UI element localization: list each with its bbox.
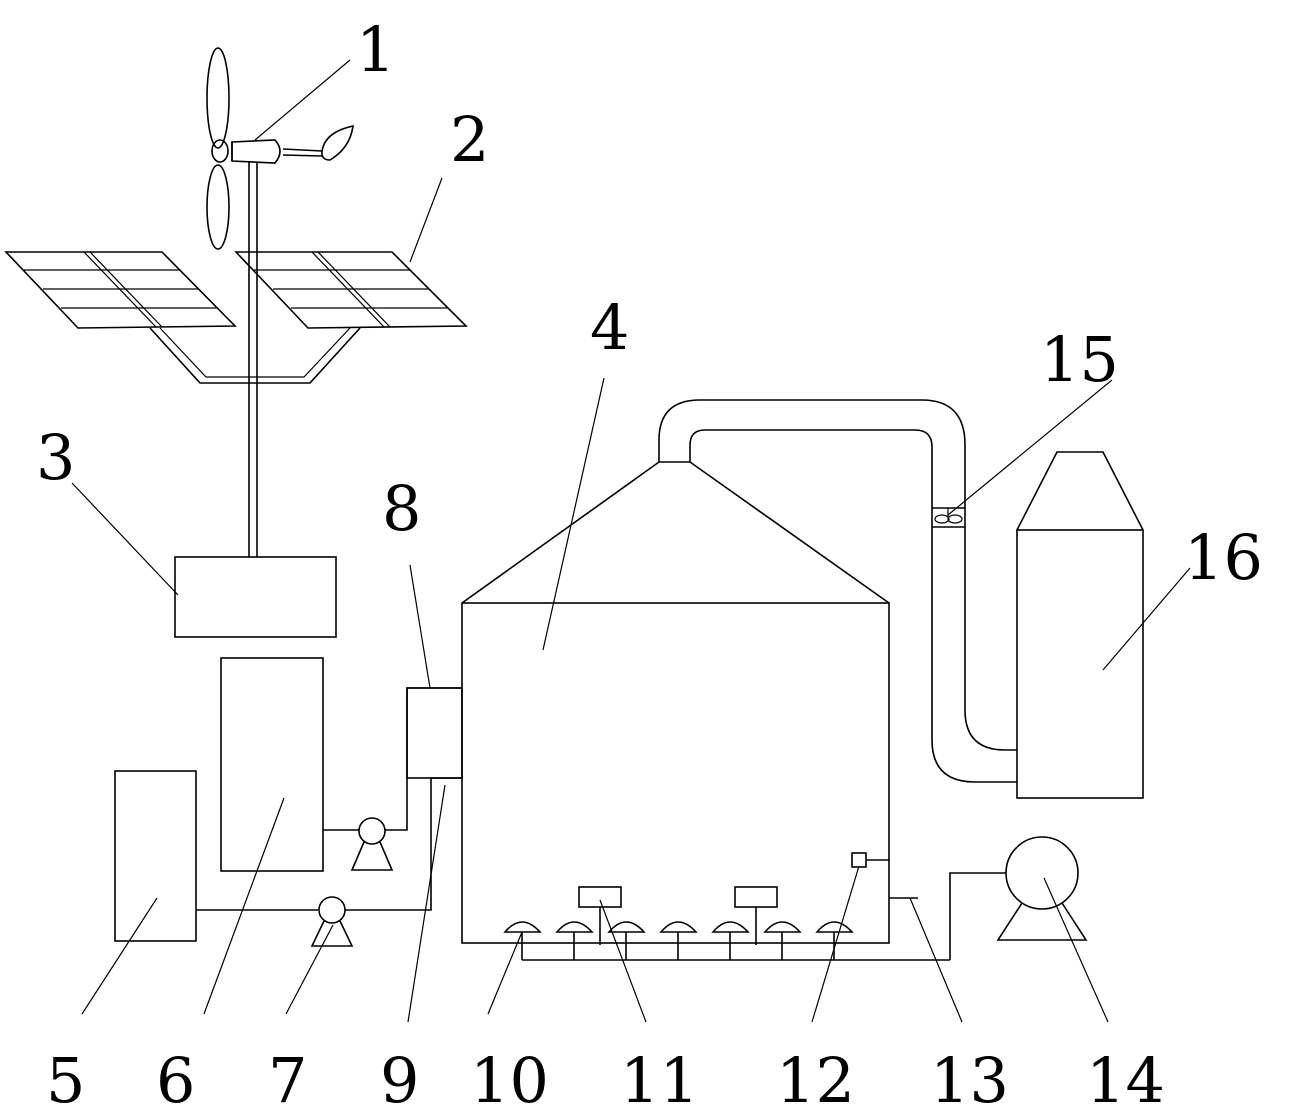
- label-14: 14: [1086, 1044, 1165, 1111]
- rotor-blade-top: [206, 47, 230, 149]
- diffuser-4: [659, 921, 698, 960]
- tower-body: [1016, 529, 1144, 799]
- rotor-blade-bottom: [206, 164, 230, 250]
- label-16: 16: [1184, 521, 1263, 594]
- solar-panel-right: [234, 251, 468, 329]
- inlet-8: [406, 687, 463, 779]
- pump-upper: [350, 817, 394, 871]
- tank-5: [114, 770, 197, 942]
- pipe-pump-to-8: [385, 687, 462, 831]
- duct-fan-15: [932, 507, 965, 528]
- label-5: 5: [46, 1044, 85, 1111]
- exhaust-duct-outer: [658, 399, 1017, 751]
- wind-turbine: [206, 47, 354, 557]
- diffuser-2: [555, 921, 594, 960]
- tower-16: [1016, 451, 1144, 799]
- diffusers-10: [503, 921, 950, 961]
- air-pipe-13: [949, 872, 1006, 960]
- reactor-body: [461, 602, 890, 944]
- pump-7: [310, 896, 354, 947]
- label-11: 11: [620, 1044, 699, 1111]
- label-8: 8: [382, 472, 421, 545]
- tank-6: [220, 657, 324, 872]
- reactor-hood: [461, 461, 890, 604]
- sensor-box-right: [734, 886, 778, 908]
- blower-14: [996, 836, 1088, 941]
- label-15: 15: [1040, 323, 1119, 396]
- sensor-boxes-11: [578, 886, 778, 945]
- label-13: 13: [930, 1044, 1009, 1111]
- diffuser-3: [607, 921, 646, 960]
- rotor-blade-front: [211, 139, 229, 163]
- tail-boom: [282, 148, 323, 152]
- diffuser-7: [815, 921, 854, 960]
- sensor-box-left: [578, 886, 622, 908]
- diffuser-5: [711, 921, 750, 960]
- label-4: 4: [590, 291, 629, 364]
- diffuser-6: [763, 921, 802, 960]
- controller-box: [174, 556, 337, 638]
- label-3: 3: [36, 421, 75, 494]
- label-10: 10: [470, 1044, 549, 1111]
- panel-bracket: [149, 327, 361, 384]
- leader-lines: [71, 59, 1191, 1023]
- turbine-nacelle: [231, 139, 281, 164]
- exhaust-duct-inner: [689, 429, 1017, 783]
- solar-panel-left: [4, 251, 237, 329]
- label-7: 7: [268, 1044, 307, 1111]
- pipe-pump-to-9: [345, 777, 462, 911]
- label-9: 9: [380, 1044, 419, 1111]
- label-1: 1: [356, 13, 395, 86]
- sensor-12: [851, 852, 867, 868]
- label-12: 12: [776, 1044, 855, 1111]
- reactor-4: [461, 461, 890, 944]
- tower-top: [1016, 451, 1144, 531]
- label-6: 6: [156, 1044, 195, 1111]
- tail-vane: [321, 124, 354, 161]
- label-2: 2: [450, 103, 489, 176]
- solar-panels: [4, 251, 468, 384]
- diffuser-1: [503, 921, 542, 960]
